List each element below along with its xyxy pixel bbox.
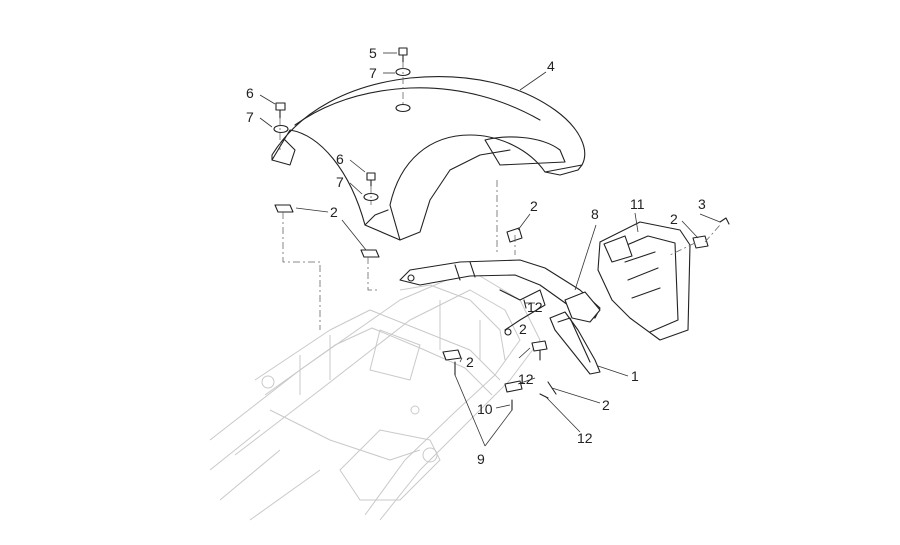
tail-light-bracket	[549, 311, 601, 375]
callout-8: 8	[591, 206, 599, 222]
rear-fender	[271, 76, 586, 241]
callout-6: 6	[336, 151, 344, 167]
callout-1: 1	[631, 368, 639, 384]
callout-2: 2	[519, 321, 527, 337]
callout-2: 2	[330, 204, 338, 220]
callout-6: 6	[246, 85, 254, 101]
callout-11: 11	[630, 196, 645, 212]
callout-12: 12	[518, 371, 534, 387]
leader-lines	[259, 52, 721, 447]
callout-7: 7	[246, 109, 254, 125]
callout-3: 3	[698, 196, 706, 212]
grab-rail	[399, 259, 601, 336]
callout-12: 12	[577, 430, 593, 446]
callout-2: 2	[670, 211, 678, 227]
callout-9: 9	[477, 451, 485, 467]
callout-2: 2	[466, 354, 474, 370]
callout-12: 12	[527, 299, 543, 315]
callout-4: 4	[547, 58, 555, 74]
callout-7: 7	[336, 174, 344, 190]
rear-frame	[209, 269, 541, 521]
callout-2: 2	[530, 198, 538, 214]
callout-5: 5	[369, 45, 377, 61]
callout-2: 2	[602, 397, 610, 413]
fasteners	[273, 47, 730, 411]
callout-10: 10	[477, 401, 493, 417]
assembly-lines	[279, 62, 721, 330]
callouts: 5 7 4 6 7 6 7 2 2 8 11 3 2 12 2 2 1 12 2…	[246, 45, 706, 467]
license-plate-holder	[597, 221, 691, 341]
callout-7: 7	[369, 65, 377, 81]
